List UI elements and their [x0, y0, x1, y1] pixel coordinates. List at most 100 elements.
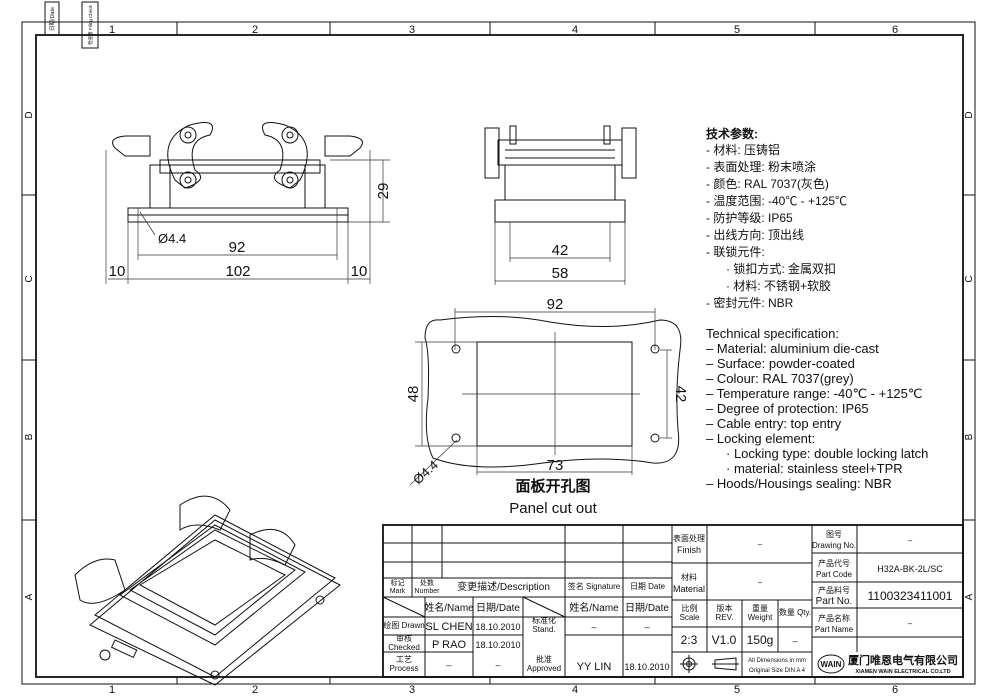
- material-label-cn: 材料: [681, 572, 697, 582]
- dim-outer: 58: [552, 265, 569, 282]
- column-label: 6: [892, 24, 898, 36]
- stand-label: 标准化 Stand.: [532, 617, 556, 634]
- finish-label: Finish: [677, 545, 701, 555]
- qty-label: 数量 Qty.: [778, 608, 812, 618]
- qty-value: –: [792, 636, 797, 646]
- row-label: B: [24, 433, 35, 440]
- column-label: 4: [572, 24, 578, 36]
- process-name: –: [446, 660, 451, 670]
- logo-text: WAIN: [821, 660, 842, 669]
- side-view: 42 58: [484, 125, 637, 285]
- drawn-label: 绘图 Drawn: [383, 620, 425, 630]
- checked-name: P RAO: [432, 639, 466, 651]
- dims-note-1: All Dimensions in mm: [748, 658, 806, 664]
- part-code-value: H32A-BK-2L/SC: [877, 564, 943, 574]
- rev-value: V1.0: [712, 633, 737, 647]
- checked-date: 18.10.2010: [475, 640, 520, 650]
- dim-left-gap: 10: [109, 263, 126, 280]
- title-block: 标记 Mark 处数 Number 变更描述/Description 签名 Si…: [382, 524, 964, 678]
- spec-en-line: – Hoods/Housings sealing: NBR: [706, 476, 892, 491]
- spec-en-heading: Technical specification:: [706, 326, 839, 341]
- spec-en-line: – Cable entry: top entry: [706, 416, 842, 431]
- part-name-value: –: [908, 619, 913, 628]
- column-label: 1: [109, 24, 115, 36]
- name-header: 姓名/Name: [569, 601, 619, 614]
- part-no-label-cn: 产品料号: [818, 585, 850, 595]
- wain-logo: WAIN: [817, 654, 845, 674]
- part-no-label: Part No.: [816, 596, 853, 607]
- isometric-view: [74, 495, 341, 686]
- column-label: 1: [109, 684, 115, 696]
- approved-name: YY LIN: [577, 661, 612, 673]
- spec-cn-block: 技术参数: - 材料: 压铸铝 - 表面处理: 粉末喷涂 - 颜色: RAL 7…: [706, 126, 847, 310]
- scale-value: 2:3: [681, 633, 698, 647]
- panel-cutout-title-cn: 面板开孔图: [515, 477, 590, 495]
- part-name-label: Part Name: [815, 625, 854, 634]
- column-label: 3: [409, 24, 415, 36]
- column-label: 6: [892, 684, 898, 696]
- part-code-label: Part Code: [816, 570, 853, 579]
- weight-value: 150g: [747, 633, 774, 647]
- spec-en-line: – Surface: powder-coated: [706, 356, 855, 371]
- column-label: 3: [409, 684, 415, 696]
- projection-symbol-icon: [680, 655, 739, 673]
- mark-header: 标记 Mark: [389, 579, 406, 595]
- corner-check-label: 检查者 Filing Check: [87, 4, 94, 44]
- approved-date: 18.10.2010: [624, 662, 669, 672]
- drawing-no-label: Drawing No.: [812, 541, 856, 550]
- row-label: D: [964, 111, 975, 118]
- row-label: A: [964, 593, 975, 600]
- drawing-no-value: –: [908, 536, 913, 545]
- spec-cn-line: - 表面处理: 粉末喷涂: [706, 159, 816, 174]
- name-header: 姓名/Name: [424, 601, 474, 614]
- dim-height: 29: [375, 183, 392, 200]
- dim-height-left: 48: [405, 386, 422, 403]
- spec-en-line: · material: stainless steel+TPR: [726, 461, 903, 476]
- process-date: –: [495, 660, 500, 670]
- panel-cutout-title-en: Panel cut out: [509, 500, 597, 517]
- drawn-name: SL CHEN: [425, 621, 472, 633]
- column-label: 5: [734, 24, 740, 36]
- spec-en-line: – Degree of protection: IP65: [706, 401, 869, 416]
- approved-label: 批准 Approved: [526, 654, 562, 673]
- spec-en-block: Technical specification: – Material: alu…: [706, 326, 928, 491]
- part-name-label-cn: 产品名称: [818, 613, 850, 623]
- dim-cut: 73: [547, 457, 564, 474]
- spec-en-line: – Temperature range: -40℃ - +125℃: [706, 386, 923, 401]
- dim-inner: 92: [229, 239, 246, 256]
- spec-cn-line: - 颜色: RAL 7037(灰色): [706, 176, 829, 191]
- row-label: D: [24, 111, 35, 118]
- row-label: C: [964, 275, 975, 282]
- spec-cn-line: - 温度范围: -40℃ - +125℃: [706, 193, 847, 208]
- spec-cn-heading: 技术参数:: [706, 126, 758, 141]
- dim-inner: 42: [552, 242, 569, 259]
- front-view: 29 Ø4.4 92 102 10 10: [105, 122, 392, 284]
- scale-label: 比例 Scale: [679, 603, 700, 622]
- panel-cutout-view: 92 48 42 73 Ø4.4 面板开孔图 Panel cut out: [405, 296, 689, 517]
- stand-date: –: [644, 622, 649, 632]
- column-label: 5: [734, 684, 740, 696]
- drawn-date: 18.10.2010: [475, 622, 520, 632]
- process-label: 工艺 Process: [389, 654, 419, 673]
- dim-width: 92: [547, 296, 564, 313]
- corner-date-label: 日期/Date: [49, 7, 56, 31]
- part-code-label-cn: 产品代号: [818, 558, 850, 568]
- drawing-no-label-cn: 图号: [826, 530, 842, 539]
- weight-label: 重量 Weight: [747, 603, 773, 622]
- signature-header: 签名 Signature: [567, 582, 621, 592]
- dims-note-2: Original Size DIN A 4: [749, 668, 806, 674]
- finish-label-cn: 表面处理: [673, 533, 705, 543]
- dim-right-gap: 10: [351, 263, 368, 280]
- company-name-en: XIAMEN WAIN ELECTRICAL CO.LTD: [855, 669, 950, 675]
- checked-label: 审核 Checked: [388, 635, 420, 652]
- spec-cn-line: - 防护等级: IP65: [706, 210, 793, 225]
- number-header: 处数 Number: [414, 579, 440, 595]
- dim-height-right: 42: [672, 386, 689, 403]
- spec-cn-line: · 锁扣方式: 金属双扣: [726, 261, 836, 276]
- material-value: –: [758, 578, 763, 587]
- dim-outer: 102: [225, 263, 250, 280]
- spec-en-line: · Locking type: double locking latch: [726, 446, 928, 461]
- spec-cn-line: - 联锁元件:: [706, 244, 765, 259]
- row-label: C: [24, 275, 35, 282]
